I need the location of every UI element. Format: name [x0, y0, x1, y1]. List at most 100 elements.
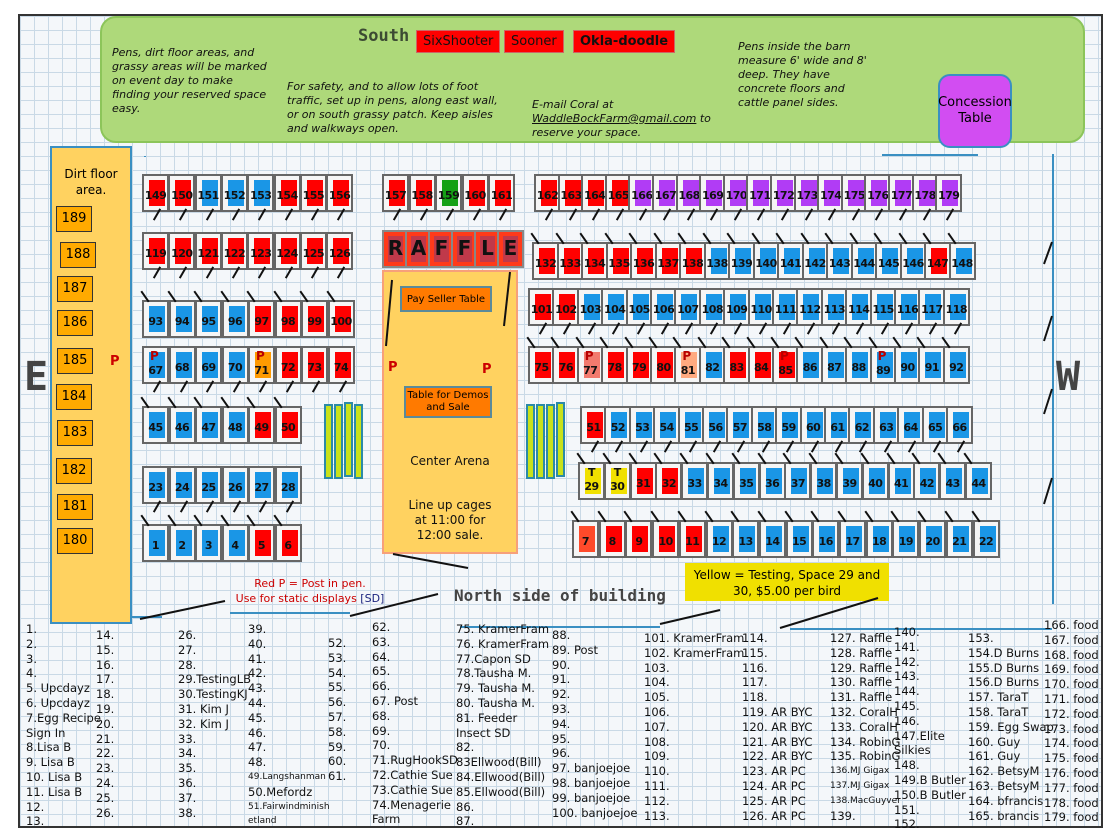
pen-34[interactable]: 34	[707, 462, 734, 500]
pen-6[interactable]: 6	[274, 524, 302, 562]
pen-168[interactable]: 168	[675, 174, 703, 212]
pen-23[interactable]: 23	[142, 466, 169, 504]
pen-152[interactable]: 152	[220, 174, 248, 212]
pen-7[interactable]: 7	[572, 520, 599, 558]
pen-153[interactable]: 153	[247, 174, 275, 212]
pen-48[interactable]: 48	[221, 406, 249, 444]
pen-47[interactable]: 47	[195, 406, 222, 444]
pen-92[interactable]: 92	[942, 346, 970, 384]
pen-161[interactable]: 161	[488, 174, 515, 212]
pen-96[interactable]: 96	[221, 300, 249, 338]
pen-148[interactable]: 148	[948, 242, 976, 280]
pen-134[interactable]: 134	[581, 242, 608, 280]
pen-125[interactable]: 125	[299, 232, 327, 270]
pen-9[interactable]: 9	[625, 520, 653, 558]
pen-133[interactable]: 133	[556, 242, 584, 280]
pen-70[interactable]: 70	[221, 346, 249, 384]
pen-90[interactable]: 90	[894, 346, 921, 384]
pen-162[interactable]: 162	[534, 174, 561, 212]
pen-60[interactable]: 60	[799, 406, 827, 444]
pen-43[interactable]: 43	[939, 462, 967, 500]
pen-22[interactable]: 22	[972, 520, 1000, 558]
pen-5[interactable]: 5	[248, 524, 275, 562]
pen-46[interactable]: 46	[168, 406, 196, 444]
pen-44[interactable]: 44	[965, 462, 992, 500]
pen-75[interactable]: 75	[528, 346, 555, 384]
pen-126[interactable]: 126	[326, 232, 354, 270]
pen-39[interactable]: 39	[836, 462, 863, 500]
pen-135[interactable]: 135	[605, 242, 633, 280]
pen-163[interactable]: 163	[557, 174, 585, 212]
pen-56[interactable]: 56	[702, 406, 729, 444]
pen-151[interactable]: 151	[194, 174, 222, 212]
pen-55[interactable]: 55	[677, 406, 705, 444]
pen-74[interactable]: 74	[327, 346, 355, 384]
pen-10[interactable]: 10	[652, 520, 680, 558]
pen-84[interactable]: 84	[747, 346, 775, 384]
pen-1[interactable]: 1	[142, 524, 169, 562]
pen-112[interactable]: 112	[796, 288, 824, 326]
pen-93[interactable]: 93	[142, 300, 169, 338]
pen-86[interactable]: 86	[796, 346, 824, 384]
pen-113[interactable]: 113	[820, 288, 848, 326]
pen-139[interactable]: 139	[728, 242, 755, 280]
pen-116[interactable]: 116	[894, 288, 921, 326]
pen-3[interactable]: 3	[195, 524, 222, 562]
pen-45[interactable]: 45	[142, 406, 169, 444]
pen-122[interactable]: 122	[220, 232, 248, 270]
pen-27[interactable]: 27	[248, 466, 275, 504]
pen-72[interactable]: 72	[274, 346, 302, 384]
pen-4[interactable]: 4	[221, 524, 249, 562]
pen-13[interactable]: 13	[732, 520, 760, 558]
pen-111[interactable]: 111	[772, 288, 799, 326]
pen-158[interactable]: 158	[408, 174, 436, 212]
pen-155[interactable]: 155	[299, 174, 327, 212]
pen-121[interactable]: 121	[194, 232, 222, 270]
pen-59[interactable]: 59	[775, 406, 803, 444]
pen-25[interactable]: 25	[195, 466, 222, 504]
pen-159[interactable]: 159	[435, 174, 462, 212]
pen-63[interactable]: 63	[872, 406, 900, 444]
pen-166[interactable]: 166	[628, 174, 656, 212]
pen-40[interactable]: 40	[861, 462, 889, 500]
pen-124[interactable]: 124	[273, 232, 301, 270]
pen-28[interactable]: 28	[274, 466, 302, 504]
pen-119[interactable]: 119	[142, 232, 169, 270]
pen-20[interactable]: 20	[919, 520, 947, 558]
pen-140[interactable]: 140	[752, 242, 780, 280]
pen-146[interactable]: 146	[899, 242, 927, 280]
pen-61[interactable]: 61	[824, 406, 851, 444]
pen-123[interactable]: 123	[247, 232, 275, 270]
pen-64[interactable]: 64	[897, 406, 925, 444]
pen-100[interactable]: 100	[327, 300, 355, 338]
pen-169[interactable]: 169	[699, 174, 727, 212]
pen-105[interactable]: 105	[625, 288, 653, 326]
pen-115[interactable]: 115	[869, 288, 897, 326]
pen-154[interactable]: 154	[273, 174, 301, 212]
pen-176[interactable]: 176	[864, 174, 892, 212]
pen-144[interactable]: 144	[850, 242, 878, 280]
pen-98[interactable]: 98	[274, 300, 302, 338]
pen-76[interactable]: 76	[552, 346, 580, 384]
pen-65[interactable]: 65	[921, 406, 949, 444]
pen-107[interactable]: 107	[674, 288, 702, 326]
pen-99[interactable]: 99	[301, 300, 328, 338]
pen-8[interactable]: 8	[598, 520, 626, 558]
pen-2[interactable]: 2	[168, 524, 196, 562]
pen-175[interactable]: 175	[840, 174, 868, 212]
pen-114[interactable]: 114	[845, 288, 873, 326]
pen-132[interactable]: 132	[532, 242, 559, 280]
pen-21[interactable]: 21	[945, 520, 973, 558]
email-link[interactable]: WaddleBockFarm@gmail.com	[532, 112, 697, 125]
pen-16[interactable]: 16	[812, 520, 840, 558]
pen-66[interactable]: 66	[946, 406, 973, 444]
pen-36[interactable]: 36	[758, 462, 786, 500]
pen-50[interactable]: 50	[274, 406, 302, 444]
pen-11[interactable]: 11	[678, 520, 706, 558]
pen-51[interactable]: 51	[580, 406, 607, 444]
pen-24[interactable]: 24	[168, 466, 196, 504]
